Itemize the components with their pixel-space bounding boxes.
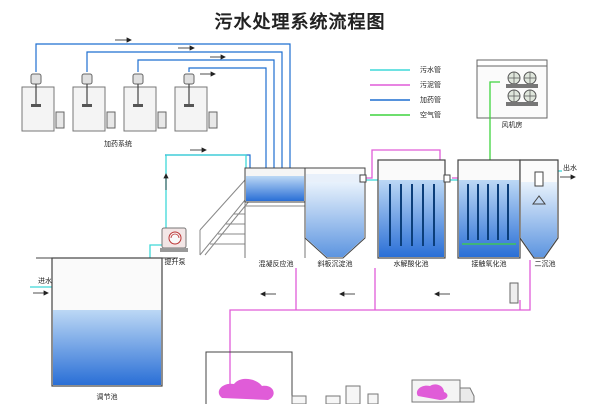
transfer-valve-icon bbox=[359, 174, 367, 183]
contact-oxidation-tank: 接触氧化池 bbox=[457, 159, 521, 268]
dosing-tank-1 bbox=[21, 73, 65, 132]
sludge-pump-icon bbox=[509, 282, 519, 304]
filler-media-icon bbox=[389, 184, 435, 246]
contact-tank-label: 接触氧化池 bbox=[472, 259, 507, 268]
dosing-system-label: 加药系统 bbox=[104, 139, 132, 148]
legend-label-sewage: 污水管 bbox=[420, 65, 441, 74]
hydrolysis-tank-label: 水解酸化池 bbox=[394, 259, 429, 268]
sludge-tank bbox=[205, 351, 293, 404]
blower-room: 风机房 bbox=[476, 59, 548, 129]
page-title: 污水处理系统流程图 bbox=[214, 12, 386, 33]
settling-tank: 斜板沉淀池 bbox=[304, 167, 366, 268]
lift-pump-label: 提升泵 bbox=[165, 257, 186, 266]
sludge-flow-arrows bbox=[260, 291, 450, 297]
inlet-label: 进水 bbox=[38, 276, 52, 285]
blower-room-label: 风机房 bbox=[502, 120, 523, 129]
legend-label-air: 空气管 bbox=[420, 110, 441, 119]
filler-media-2-icon bbox=[467, 184, 509, 240]
sewage-flow-arrows bbox=[33, 147, 576, 296]
dosing-tank-3 bbox=[123, 73, 167, 132]
equalization-tank: 进水 调节池 bbox=[36, 257, 178, 401]
sludge-press-icon bbox=[291, 385, 379, 404]
equalization-tank-label: 调节池 bbox=[97, 392, 118, 401]
blower-fan-icon bbox=[506, 71, 538, 106]
dosing-flow-arrows bbox=[115, 37, 226, 77]
transfer-valve-2-icon bbox=[443, 174, 451, 183]
secondary-tank-label: 二沉池 bbox=[535, 259, 556, 268]
legend: 污水管 污泥管 加药管 空气管 bbox=[370, 65, 441, 119]
hydrolysis-tank: 水解酸化池 bbox=[377, 159, 446, 268]
secondary-settling-tank: 二沉池 bbox=[519, 159, 559, 268]
legend-label-dosing: 加药管 bbox=[420, 95, 441, 104]
coagulation-tank: 混凝反应池 bbox=[244, 167, 306, 268]
dosing-tank-2 bbox=[72, 73, 116, 132]
settle-tank-label: 斜板沉淀池 bbox=[318, 259, 353, 268]
dosing-tank-4 bbox=[174, 73, 218, 132]
legend-label-sludge: 污泥管 bbox=[420, 80, 441, 89]
sludge-truck-icon bbox=[411, 379, 475, 403]
dosing-pipes bbox=[35, 43, 291, 168]
outlet-label: 出水 bbox=[563, 163, 577, 172]
lift-pump: 提升泵 bbox=[160, 227, 188, 266]
coag-tank-label: 混凝反应池 bbox=[259, 259, 294, 268]
